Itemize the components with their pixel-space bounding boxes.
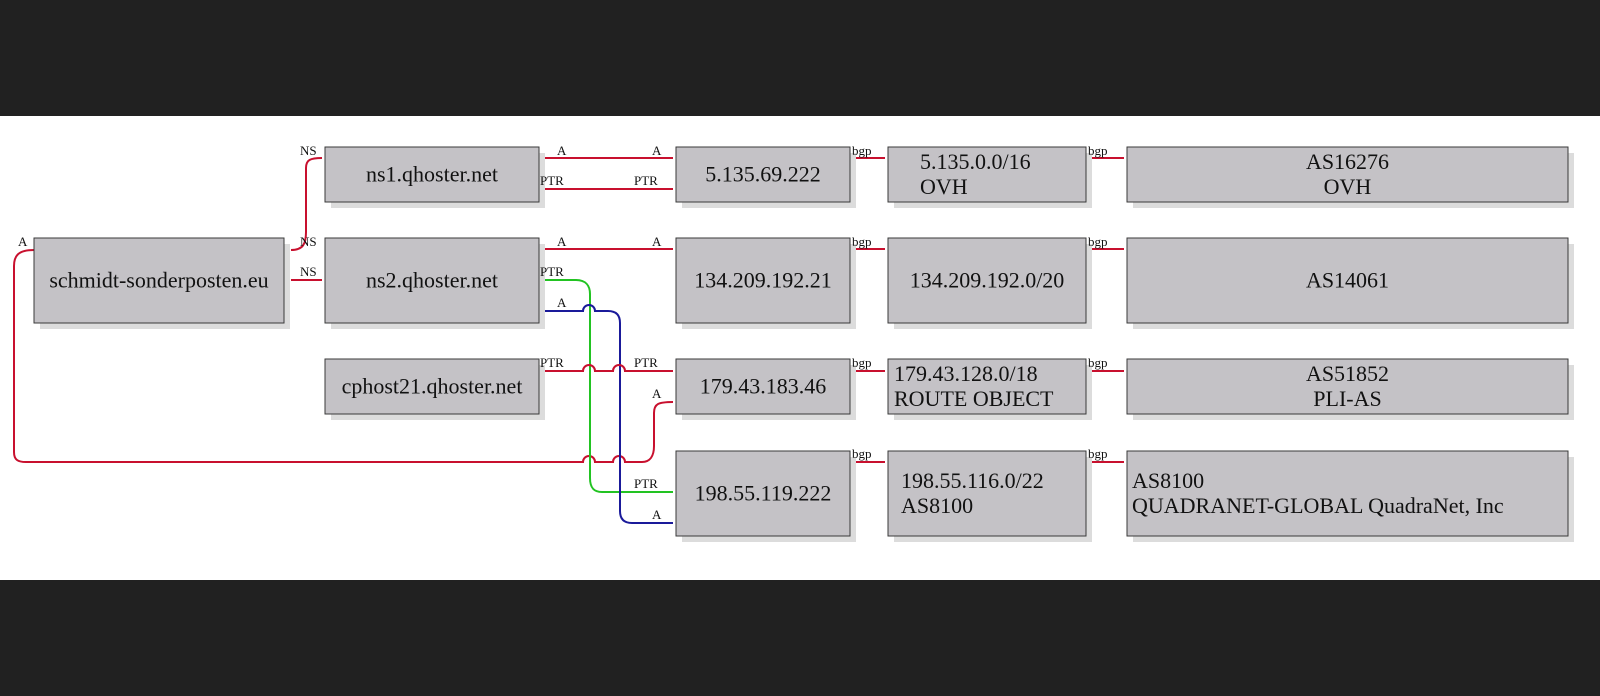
node-box [887,358,1087,415]
node-box [33,237,285,324]
dns-relationship-graph: schmidt-sonderposten.eu ns1.qhoster.net ns… [13,143,1574,542]
label-bgp-ip2: bgp [852,234,872,249]
edge-cphost-ip3-ptr [542,364,673,372]
label-a-ip4: A [652,507,662,522]
node-label: 134.209.192.21 [694,268,832,293]
label-bgp-ip3: bgp [852,355,872,370]
node-label: 5.135.0.0/16 [920,149,1031,174]
node-net2[interactable]: 134.209.192.0/20 [887,237,1092,329]
label-a-ns2-blue: A [557,295,567,310]
edge-domain-ns1 [290,157,323,251]
node-box [1126,146,1569,203]
label-ptr-cphost: PTR [540,355,564,370]
node-box [887,146,1087,203]
node-label: OVH [920,174,968,199]
diagram-canvas: schmidt-sonderposten.eu ns1.qhoster.net ns… [0,116,1600,580]
node-label: AS16276 [1306,149,1389,174]
node-label: cphost21.qhoster.net [342,374,523,399]
node-box [675,358,851,415]
node-box [675,237,851,324]
label-a-domain: A [18,234,28,249]
node-ip2[interactable]: 134.209.192.21 [675,237,856,329]
node-label: 5.135.69.222 [705,162,821,187]
node-label: AS14061 [1306,268,1389,293]
node-label: schmidt-sonderposten.eu [49,268,268,293]
node-box [1126,450,1569,537]
edge-ns2-ip4-a [542,304,673,524]
label-bgp-net3: bgp [1088,355,1108,370]
node-label: ns2.qhoster.net [366,268,498,293]
node-box [675,146,851,203]
node-label: 198.55.119.222 [695,481,832,506]
label-ptr-ns1: PTR [540,173,564,188]
node-box [887,450,1087,537]
node-box [1126,237,1569,324]
node-domain[interactable]: schmidt-sonderposten.eu [33,237,290,329]
node-cphost[interactable]: cphost21.qhoster.net [324,358,545,420]
top-letterbox [0,0,1600,116]
node-ip3[interactable]: 179.43.183.46 [675,358,856,420]
label-a-ns1: A [557,143,567,158]
bottom-letterbox [0,580,1600,696]
node-label: QUADRANET-GLOBAL QuadraNet, Inc [1132,493,1504,518]
label-a-ns2: A [557,234,567,249]
edges [13,157,1124,524]
label-ptr-ip1: PTR [634,173,658,188]
label-ptr-ip4: PTR [634,476,658,491]
node-label: AS8100 [901,493,973,518]
label-a-ip3: A [652,386,662,401]
label-ns-ns2: NS [300,264,317,279]
node-label: OVH [1324,174,1372,199]
node-ip4[interactable]: 198.55.119.222 [675,450,856,542]
node-box [675,450,851,537]
label-ns-ns2-upper: NS [300,234,317,249]
node-label: 134.209.192.0/20 [910,268,1065,293]
node-label: ns1.qhoster.net [366,162,498,187]
label-ptr-ns2: PTR [540,264,564,279]
node-as2[interactable]: AS14061 [1126,237,1574,329]
node-box [1126,358,1569,415]
node-label: PLI-AS [1313,386,1381,411]
node-label: 179.43.183.46 [700,374,827,399]
label-bgp-ip4: bgp [852,446,872,461]
label-bgp-net1: bgp [1088,143,1108,158]
nodes: schmidt-sonderposten.eu ns1.qhoster.net ns… [33,146,1574,542]
node-label: 179.43.128.0/18 [894,361,1038,386]
label-ptr-ip3: PTR [634,355,658,370]
node-box [324,358,540,415]
node-ns2[interactable]: ns2.qhoster.net [324,237,545,329]
edge-domain-ip3-a [13,249,674,463]
label-ns-ns1: NS [300,143,317,158]
node-label: 198.55.116.0/22 [901,468,1044,493]
node-label: AS51852 [1306,361,1389,386]
node-ns1[interactable]: ns1.qhoster.net [324,146,545,208]
node-box [324,237,540,324]
label-bgp-ip1: bgp [852,143,872,158]
label-a-ip2: A [652,234,662,249]
label-a-ip1: A [652,143,662,158]
node-label: ROUTE OBJECT [894,386,1054,411]
node-box [887,237,1087,324]
node-ip1[interactable]: 5.135.69.222 [675,146,856,208]
label-bgp-net2: bgp [1088,234,1108,249]
node-box [324,146,540,203]
node-label: AS8100 [1132,468,1204,493]
edge-ns2-ip4-ptr [542,279,673,493]
label-bgp-net4: bgp [1088,446,1108,461]
